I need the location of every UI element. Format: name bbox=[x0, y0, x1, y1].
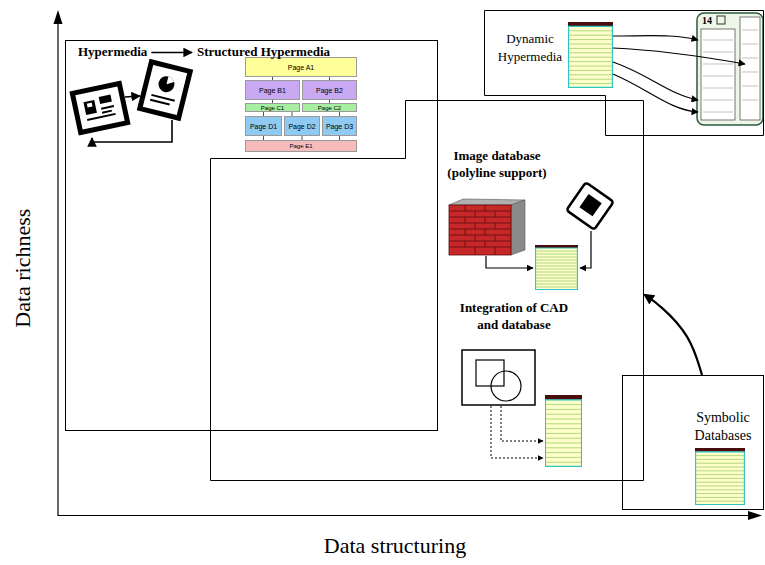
region-heading: Image database (polyline support) bbox=[444, 148, 550, 182]
hypermedia-icons bbox=[72, 83, 127, 132]
axis bbox=[54, 10, 763, 520]
page-label: Page B2 bbox=[316, 87, 343, 94]
page-box: Page D2 bbox=[284, 116, 320, 136]
image-database-figure bbox=[535, 245, 578, 290]
page-label: Page C1 bbox=[261, 105, 284, 111]
hypermedia-icons bbox=[72, 52, 192, 142]
symbolic-database-figure bbox=[695, 448, 745, 505]
dynamic-hypermedia-figure bbox=[703, 40, 733, 112]
page-box: Page C1 bbox=[245, 103, 300, 112]
dynamic-hypermedia-region: Dynamic Hypermedia bbox=[484, 10, 764, 136]
hypermedia-icons bbox=[140, 62, 190, 118]
page-box: Page A1 bbox=[245, 57, 357, 77]
page-box: Page B2 bbox=[302, 80, 357, 100]
dynamic-hypermedia-figure bbox=[717, 16, 725, 24]
hypermedia-icons bbox=[150, 95, 174, 106]
hypermedia-icons bbox=[72, 83, 127, 132]
hypermedia-icons bbox=[99, 95, 112, 104]
hypermedia-icons bbox=[125, 96, 140, 97]
hypermedia-icons bbox=[157, 74, 176, 93]
connector bbox=[645, 295, 702, 375]
region-heading: Hypermedia bbox=[78, 44, 147, 61]
page-label: Page D3 bbox=[326, 123, 353, 130]
image-database-figure bbox=[579, 194, 601, 216]
page-label: Page B1 bbox=[259, 87, 286, 94]
image-database-figure bbox=[566, 182, 613, 229]
cad-figure bbox=[501, 406, 543, 441]
dynamic-hypermedia-figure bbox=[613, 62, 698, 100]
symbolic-database-figure bbox=[695, 448, 745, 505]
dynamic-hypermedia-figure bbox=[568, 13, 763, 125]
dynamic-hypermedia-figure bbox=[613, 36, 698, 40]
image-database-figure bbox=[486, 256, 533, 268]
database-region: Image database (polyline support) Integra… bbox=[210, 100, 644, 481]
page-box: Page C2 bbox=[302, 103, 357, 112]
page-number: 14 bbox=[702, 15, 712, 27]
hypermedia-icons bbox=[86, 106, 116, 120]
database-region-outline bbox=[210, 100, 644, 481]
dynamic-hypermedia-region-outline bbox=[485, 11, 764, 136]
axis bbox=[54, 10, 63, 24]
region-heading: Structured Hypermedia bbox=[197, 44, 330, 61]
cad-figure bbox=[462, 350, 535, 405]
page-label: Page C2 bbox=[318, 105, 341, 111]
hypermedia-icons bbox=[83, 100, 96, 115]
dynamic-hypermedia-figure bbox=[613, 74, 698, 112]
cad-figure bbox=[491, 371, 521, 401]
hypermedia-region: Hypermedia Structured HypermediaPage A1 Pa… bbox=[65, 40, 438, 431]
dynamic-hypermedia-figure bbox=[613, 48, 745, 64]
cad-figure bbox=[462, 350, 582, 466]
dynamic-hypermedia-figure bbox=[742, 30, 758, 100]
dynamic-hypermedia-region-outline bbox=[484, 10, 764, 136]
hypermedia-icons bbox=[140, 62, 190, 118]
image-database-figure bbox=[566, 182, 613, 229]
region-heading: Dynamic Hypermedia bbox=[495, 30, 566, 65]
database-region-outline bbox=[211, 101, 644, 481]
dynamic-hypermedia-figure bbox=[568, 22, 613, 87]
dynamic-hypermedia-figure bbox=[697, 13, 763, 125]
cad-figure bbox=[491, 406, 543, 458]
page-box: Page E1 bbox=[245, 140, 357, 152]
axis bbox=[58, 515, 750, 516]
page-box: Page B1 bbox=[245, 80, 300, 100]
axis bbox=[748, 511, 762, 520]
cad-figure bbox=[545, 395, 582, 466]
axis-label: Data structuring bbox=[324, 533, 466, 559]
symbolic-databases-box: Symbolic Databases bbox=[622, 375, 764, 510]
image-database-figure bbox=[580, 231, 591, 268]
image-database-figure bbox=[511, 200, 525, 255]
page-label: Page A1 bbox=[288, 64, 314, 71]
page-box: Page D3 bbox=[322, 116, 357, 136]
page-label: Page E1 bbox=[289, 143, 312, 149]
image-database-figure bbox=[449, 182, 614, 289]
hypermedia-icons bbox=[151, 52, 192, 54]
page-box: Page D1 bbox=[245, 116, 282, 136]
page-label: Page D2 bbox=[288, 123, 315, 130]
axis-label: Data richness bbox=[11, 208, 37, 327]
image-database-figure bbox=[449, 205, 511, 255]
dynamic-hypermedia-figure bbox=[701, 29, 735, 120]
hypermedia-icons bbox=[87, 103, 93, 108]
region-heading: Integration of CAD and database bbox=[457, 300, 572, 334]
region-heading: Symbolic Databases bbox=[692, 409, 755, 445]
dynamic-hypermedia-figure bbox=[740, 17, 760, 120]
hypermedia-icons bbox=[166, 76, 175, 85]
image-database-figure bbox=[449, 205, 511, 255]
page-label: Page D1 bbox=[250, 123, 277, 130]
hypermedia-icons bbox=[92, 120, 172, 142]
axis bbox=[57, 22, 58, 516]
